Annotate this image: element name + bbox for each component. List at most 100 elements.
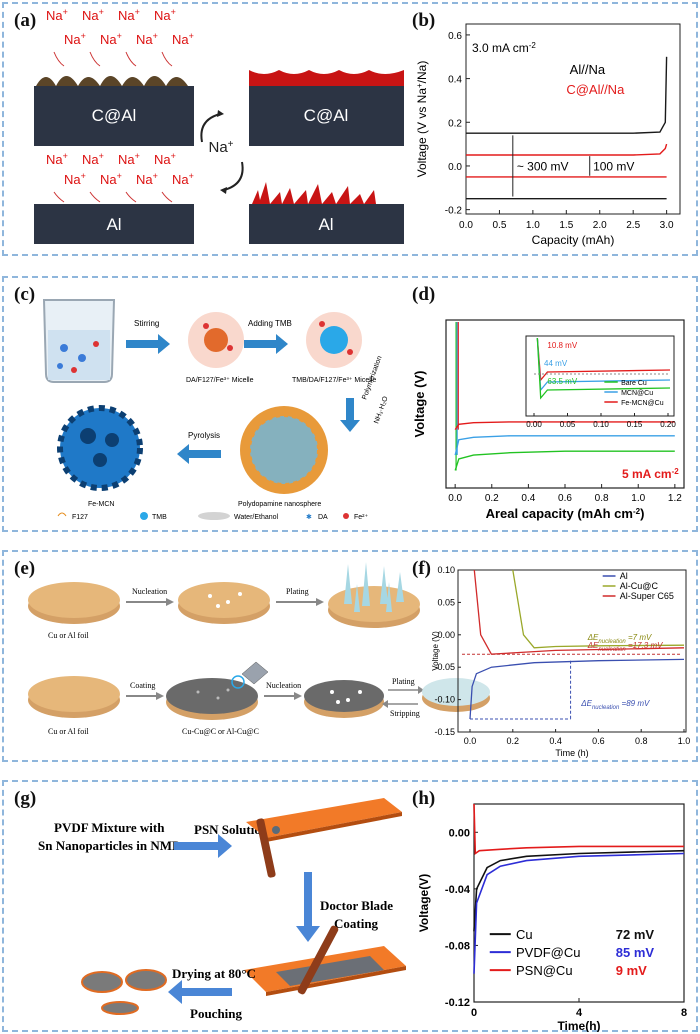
step-adding-tmb: Adding TMB [248,319,292,328]
svg-text:Na+: Na+ [154,7,176,23]
legend-c-fe: Fe²⁺ [354,514,369,521]
series-f-0 [469,658,685,720]
legend-c-al-na: C@Al//Na [566,82,625,97]
svg-text:Na+: Na+ [100,171,122,187]
svg-text:Na+: Na+ [136,171,158,187]
svg-text:Na+: Na+ [154,151,176,167]
label-h: (h) [412,788,436,809]
al-block-right: Al [249,182,404,244]
plating2-label: Plating [392,677,415,686]
stripping-label: Stripping [390,709,420,718]
fe-mcn-label: Fe-MCN [88,501,114,508]
svg-text:Na+: Na+ [46,151,68,167]
foil-disc-2 [28,676,120,718]
y-tick-label-b: -0.2 [445,206,463,217]
legend-f-label-1: Al-Cu@C [620,581,659,591]
current-density-b: 3.0 mA cm-2 [472,41,536,56]
legend-c-f127: F127 [72,514,88,521]
arrow-left [168,980,232,1004]
inset-ann-44: 44 mV [544,359,568,368]
legend-f-label-0: Al [620,571,628,581]
x-tick-label-h: 8 [681,1007,687,1019]
arrow-down [296,872,320,942]
label-a: (a) [14,10,37,31]
y-tick-label-h: 0.00 [449,827,470,839]
y-axis-label-b: Voltage (V vs Na+/Na) [415,61,430,178]
step-stirring: Stirring [134,319,159,328]
y-axis-label-f: Voltage (V) [431,631,440,671]
polydopamine-label: Polydopamine nanosphere [238,501,321,508]
c-al-block-right: C@Al [249,70,404,146]
legend-c-da: DA [318,514,328,521]
mix-line-1: PVDF Mixture with [54,820,165,835]
nucleation-label: Nucleation [132,587,167,596]
y-tick-label-h: -0.12 [445,997,470,1009]
x-axis-label-f: Time (h) [555,748,588,758]
y-tick-label-h: -0.04 [445,884,471,896]
annotation-300mv: ~ 300 mV [517,159,569,173]
panel-cd-frame: (c) Stirring Adding TMB Polymerization N… [2,276,698,532]
y-tick-label-f: -0.10 [434,695,455,705]
x-tick-label-b: 2.0 [593,220,607,231]
al-block-left: Al [34,204,194,244]
ion-arrows [53,51,173,203]
inset-legend-label-1: MCN@Cu [621,390,653,397]
y-tick-label-b: 0.4 [448,75,462,86]
plot-frame-b [465,23,681,215]
label-e: (e) [14,558,36,579]
foil-2-label: Cu or Al foil [48,727,89,736]
legend-c-water: Water/Ethanol [234,514,279,521]
micelle-1 [188,312,244,368]
y-tick-label-f: 0.05 [437,597,455,607]
panel-ef-frame: (e) Cu or Al foil Nucleation Plating Cu … [2,550,698,762]
x-tick-label-d: 0.6 [558,493,572,504]
legend-h-label-0: Cu [516,927,533,942]
x-tick-label-b: 2.5 [626,220,640,231]
x-tick-label-f: 0.2 [507,736,520,746]
series-f-2 [473,569,685,655]
svg-text:Na+: Na+ [172,31,194,47]
y-axis-label-h: Voltage(V) [417,874,431,932]
series-h-2 [473,803,684,856]
label-g: (g) [14,788,37,809]
schematic-a: C@Al C@Al Al Al Na+ Na+ Na+ Na+ Na+ Na+ … [34,7,404,244]
legend-h-label-1: PVDF@Cu [516,945,581,960]
legend-h-value-0: 72 mV [616,927,655,942]
svg-text:Na+: Na+ [118,7,140,23]
inset-legend-label-2: Fe-MCN@Cu [621,400,664,407]
label-f: (f) [412,558,431,579]
x-tick-label-d: 0.4 [521,493,535,504]
punched-electrodes [81,969,167,1015]
doctor-line-1: Doctor Blade [320,898,393,913]
svg-text:Na+: Na+ [64,171,86,187]
dry-line-1: Drying at 80°C [172,966,256,981]
inset-ann-63-5: 63.5 mV [547,377,577,386]
legend-c: F127 TMB Water/Ethanol ✱ DA Fe²⁺ [57,512,369,521]
process-arrows [126,334,360,464]
nucleation2-label: Nucleation [266,681,301,690]
y-tick-label-f: -0.15 [434,727,455,737]
series-h-1 [473,852,685,974]
x-tick-label-h: 0 [471,1007,477,1019]
x-tick-label-b: 0.0 [459,220,473,231]
y-tick-label-b: 0.6 [448,31,462,42]
doctor-line-2: Coating [334,916,379,931]
svg-text:Na+: Na+ [172,171,194,187]
inset-x-tick-label: 0.05 [560,420,576,429]
y-tick-label-f: 0.10 [437,565,455,575]
foil-1-label: Cu or Al foil [48,631,89,640]
x-tick-label-d: 0.2 [485,493,499,504]
panel-gh-frame: (g) PVDF Mixture with Sn Nanoparticles i… [2,780,698,1032]
svg-text:✱: ✱ [306,513,312,521]
x-axis-label-d: Areal capacity (mAh cm-2) [486,506,645,521]
coated-disc [166,661,269,720]
series-d-1 [454,435,675,456]
micelle-1-label: DA/F127/Fe³⁺ Micelle [186,377,254,384]
svg-text:Na+: Na+ [82,7,104,23]
inset-frame-d [525,335,675,417]
substrate-top [246,798,402,878]
